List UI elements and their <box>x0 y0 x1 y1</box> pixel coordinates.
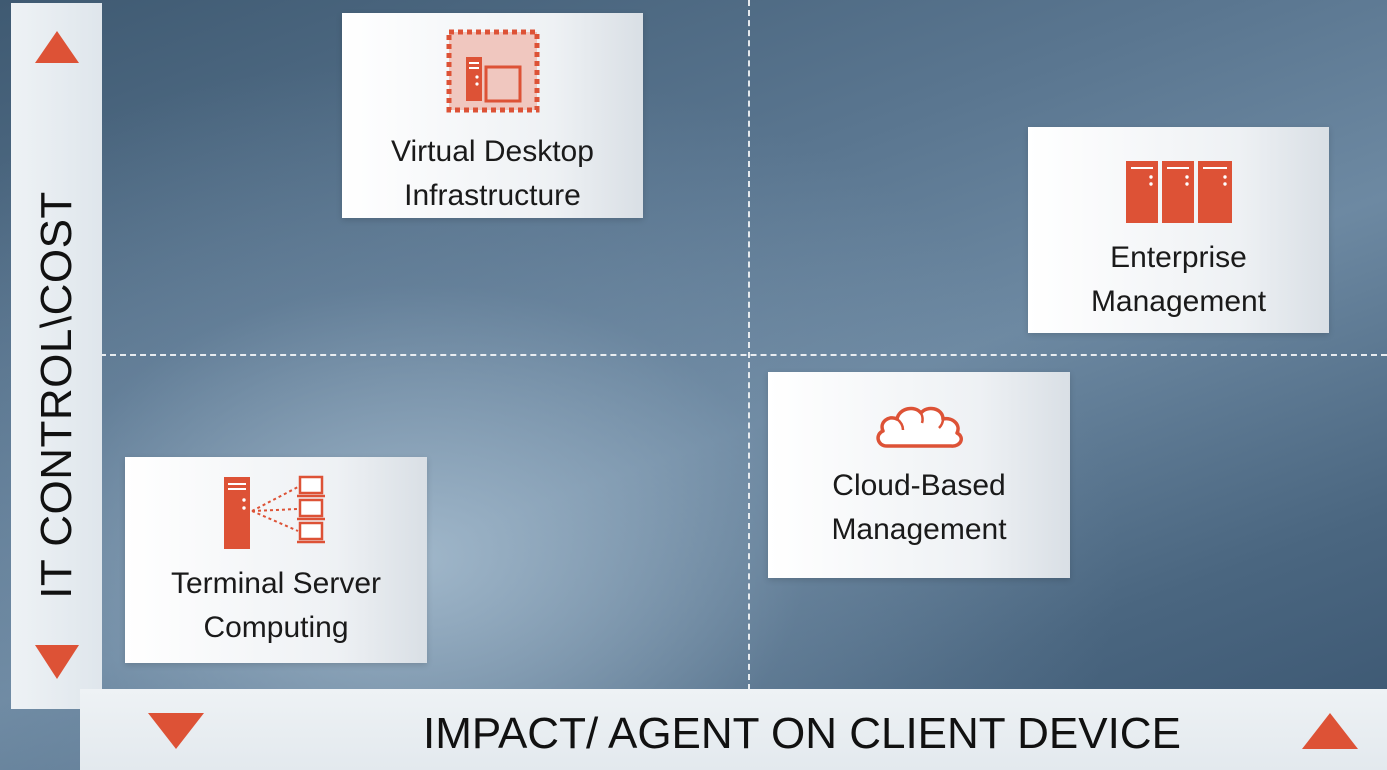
enterprise-management-card: Enterprise Management <box>1028 127 1329 333</box>
terminal-title-line1: Terminal Server <box>170 567 382 600</box>
y-axis-down-arrow-icon <box>35 645 79 679</box>
terminal-server-card: Terminal Server Computing <box>125 457 427 663</box>
cloud-management-card: Cloud-Based Management <box>768 372 1070 578</box>
vertical-divider <box>748 0 750 690</box>
terminal-title-line2: Computing <box>203 611 349 644</box>
y-axis-label: IT CONTROL\COST <box>32 191 81 599</box>
enterprise-title-line1: Enterprise <box>1110 241 1247 274</box>
x-axis-label: IMPACT/ AGENT ON CLIENT DEVICE <box>423 709 1181 758</box>
cloud-title-line2: Management <box>831 513 1007 546</box>
terminal-server-icon <box>220 473 332 558</box>
cloud-title-line1: Cloud-Based <box>832 469 1006 502</box>
enterprise-title-line2: Management <box>1090 285 1267 318</box>
virtual-desktop-title-line1: Virtual Desktop <box>391 135 594 168</box>
server-rack-icon <box>1125 161 1232 228</box>
enterprise-management-title: Enterprise Management <box>1028 236 1329 324</box>
x-axis-bar: IMPACT/ AGENT ON CLIENT DEVICE <box>80 689 1387 770</box>
x-axis-up-arrow-icon <box>1302 713 1358 749</box>
terminal-server-title: Terminal Server Computing <box>125 562 427 650</box>
y-axis-bar: IT CONTROL\COST <box>11 3 102 709</box>
x-axis-down-arrow-icon <box>148 713 204 749</box>
virtual-desktop-title: Virtual Desktop Infrastructure <box>342 130 643 218</box>
horizontal-divider <box>100 354 1387 356</box>
virtual-desktop-card: Virtual Desktop Infrastructure <box>342 13 643 218</box>
virtual-desktop-title-line2: Infrastructure <box>404 179 581 212</box>
cloud-icon <box>873 400 965 457</box>
cloud-management-title: Cloud-Based Management <box>768 464 1070 552</box>
y-axis-up-arrow-icon <box>35 31 79 63</box>
virtual-desktop-icon <box>446 29 540 118</box>
